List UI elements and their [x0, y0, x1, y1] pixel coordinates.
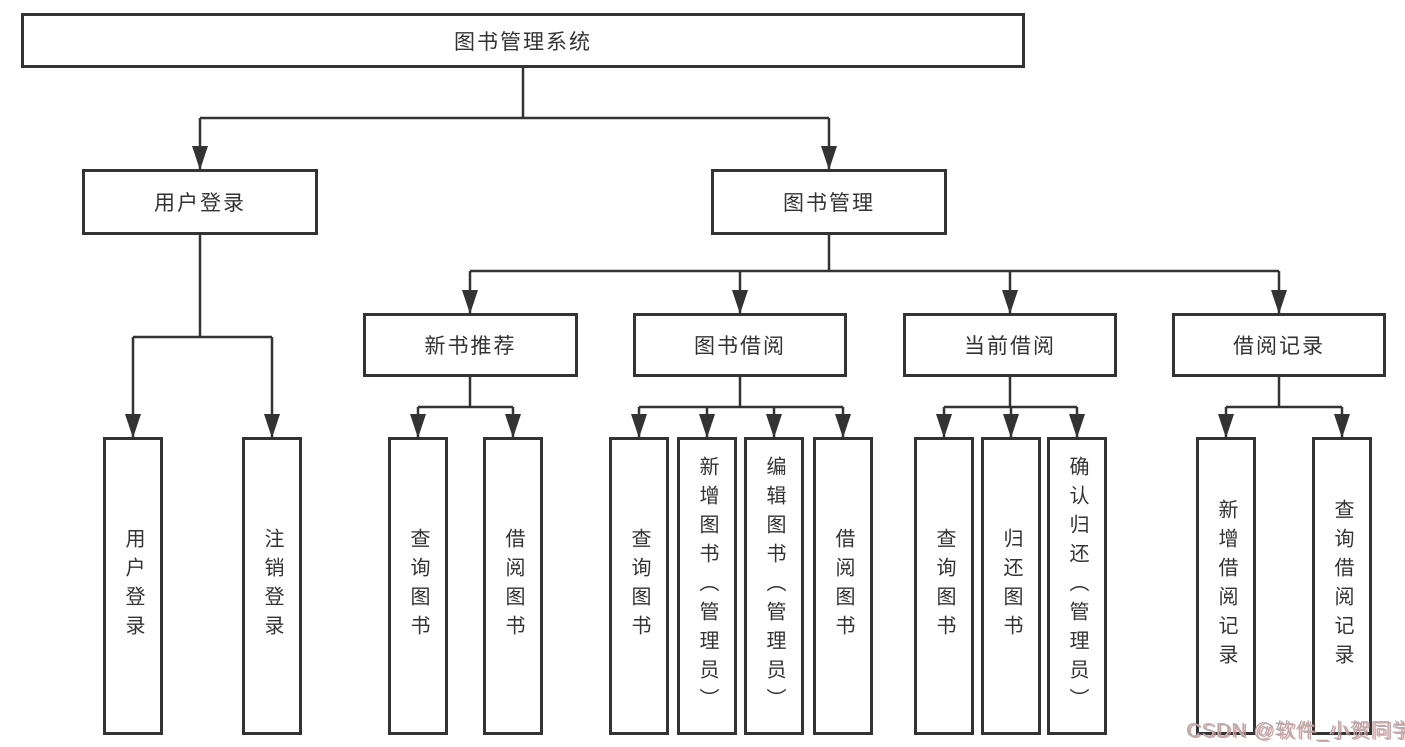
node-current-borrow: 当前借阅	[903, 313, 1117, 377]
node-label: 新书推荐	[424, 335, 517, 358]
leaf-label: 编辑图书（管理员）	[763, 455, 785, 717]
node-label: 图书管理	[783, 192, 875, 215]
leaf-logout: 注销登录	[242, 437, 302, 735]
leaf-label: 查询图书	[407, 528, 429, 644]
leaf-add-borrow-record: 新增借阅记录	[1196, 437, 1256, 735]
node-user-login: 用户登录	[82, 169, 318, 235]
leaf-query-book-2: 查询图书	[609, 437, 669, 735]
node-label: 借阅记录	[1233, 335, 1325, 358]
node-book-management: 图书管理	[711, 169, 947, 235]
node-book-borrow: 图书借阅	[633, 313, 847, 377]
leaf-return-book: 归还图书	[981, 437, 1041, 735]
leaf-query-book-3: 查询图书	[914, 437, 974, 735]
leaf-borrow-book-2: 借阅图书	[813, 437, 873, 735]
leaf-label: 借阅图书	[502, 528, 524, 644]
leaf-label: 归还图书	[1000, 528, 1022, 644]
node-borrow-record: 借阅记录	[1172, 313, 1386, 377]
node-label: 用户登录	[154, 192, 246, 215]
leaf-label: 查询图书	[933, 528, 955, 644]
leaf-label: 注销登录	[261, 528, 283, 644]
node-root-label: 图书管理系统	[454, 30, 592, 54]
leaf-label: 用户登录	[122, 528, 144, 644]
leaf-label: 查询借阅记录	[1331, 499, 1353, 673]
connector-trunks	[133, 68, 1342, 409]
leaf-query-borrow-record: 查询借阅记录	[1312, 437, 1372, 735]
leaf-add-book-admin: 新增图书（管理员）	[677, 437, 737, 735]
leaf-label: 查询图书	[628, 528, 650, 644]
leaf-label: 借阅图书	[832, 528, 854, 644]
node-label: 当前借阅	[964, 335, 1056, 358]
node-root: 图书管理系统	[21, 13, 1025, 68]
csdn-watermark: CSDN @软件_小贺同学	[1186, 720, 1405, 742]
leaf-user-login: 用户登录	[103, 437, 163, 735]
leaf-borrow-book-1: 借阅图书	[483, 437, 543, 735]
leaf-label: 新增借阅记录	[1215, 499, 1237, 673]
leaf-label: 新增图书（管理员）	[696, 455, 718, 717]
leaf-query-book-1: 查询图书	[388, 437, 448, 735]
leaf-edit-book-admin: 编辑图书（管理员）	[744, 437, 804, 735]
node-label: 图书借阅	[694, 335, 786, 358]
leaf-confirm-return-admin: 确认归还（管理员）	[1047, 437, 1107, 735]
node-new-book-recommend: 新书推荐	[363, 313, 578, 377]
leaf-label: 确认归还（管理员）	[1066, 455, 1088, 717]
